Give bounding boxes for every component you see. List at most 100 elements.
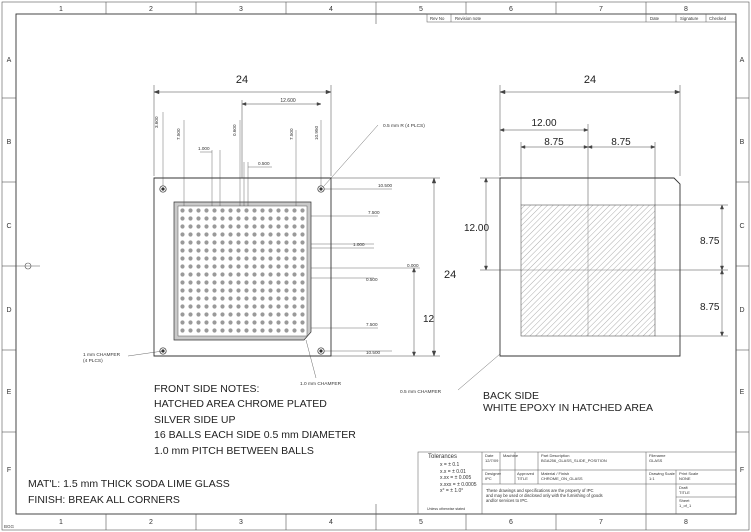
ball	[276, 328, 281, 333]
revision-headers: Rev No Revision note Date Signature Chec…	[430, 16, 727, 21]
ball	[196, 224, 201, 229]
ball	[180, 320, 185, 325]
ball	[204, 312, 209, 317]
ball	[228, 280, 233, 285]
back-pitch-x-1: 8.75	[544, 137, 564, 148]
back-note-epoxy: WHITE EPOXY IN HATCHED AREA	[483, 402, 653, 414]
ball	[220, 256, 225, 261]
ball	[188, 248, 193, 253]
right-side-dims: 10.500 7.500 1.000 0.500 0.000 7.500 10.…	[353, 183, 419, 355]
ball	[260, 240, 265, 245]
ball	[236, 216, 241, 221]
ball	[284, 248, 289, 253]
title-block	[417, 451, 737, 515]
corner-tag: BGG	[4, 524, 15, 529]
front-note-chrome: HATCHED AREA CHROME PLATED	[154, 398, 327, 411]
back-side-notes: BACK SIDE WHITE EPOXY IN HATCHED AREA	[483, 390, 653, 414]
back-view: 24 12.00 8.75 8.75 12.00 8.75 8.75 0.5 m…	[400, 74, 728, 395]
ball	[268, 256, 273, 261]
ball	[228, 264, 233, 269]
ball	[196, 256, 201, 261]
ball	[180, 328, 185, 333]
dim-7-500-right: 7.500	[289, 128, 294, 140]
material-note: MAT'L: 1.5 mm THICK SODA LIME GLASS	[28, 478, 230, 490]
ball	[284, 312, 289, 317]
ball	[284, 240, 289, 245]
row-a-right: A	[740, 57, 745, 64]
finish-note: FINISH: BREAK ALL CORNERS	[28, 494, 180, 506]
ball	[244, 312, 249, 317]
chamfer-callout-right: 1.0 mm CHAMFER	[300, 381, 342, 387]
ball	[220, 272, 225, 277]
ball	[244, 328, 249, 333]
ball	[292, 256, 297, 261]
ball	[188, 224, 193, 229]
ball	[300, 272, 305, 277]
ball	[236, 224, 241, 229]
ball	[180, 248, 185, 253]
col-3: 3	[239, 6, 243, 13]
top-vertical-dims: 3.600 7.500 0.600 7.500 10.950	[154, 116, 319, 140]
row-d-right: D	[739, 307, 744, 314]
ball	[228, 288, 233, 293]
ball	[260, 232, 265, 237]
ball	[252, 296, 257, 301]
ball	[220, 296, 225, 301]
col-8: 8	[684, 6, 688, 13]
ball	[268, 312, 273, 317]
col-2: 2	[149, 6, 153, 13]
ball	[284, 216, 289, 221]
ball	[196, 216, 201, 221]
ball	[188, 328, 193, 333]
ball	[244, 208, 249, 213]
ball	[220, 280, 225, 285]
ball	[196, 312, 201, 317]
ball	[196, 208, 201, 213]
ball	[180, 240, 185, 245]
ball	[220, 288, 225, 293]
ball	[212, 328, 217, 333]
ball	[180, 208, 185, 213]
row-c-right: C	[739, 223, 744, 230]
ball	[196, 296, 201, 301]
dim-0-500: 0.500	[258, 161, 270, 166]
dim-r-1-000: 1.000	[353, 242, 365, 247]
col-3-bottom: 3	[239, 519, 243, 526]
ball	[204, 288, 209, 293]
ball	[196, 232, 201, 237]
ball	[196, 280, 201, 285]
row-e: E	[7, 389, 12, 396]
row-f-right: F	[740, 467, 744, 474]
ball	[284, 232, 289, 237]
ball	[236, 248, 241, 253]
ball	[244, 256, 249, 261]
ball	[212, 256, 217, 261]
ball	[268, 248, 273, 253]
ball	[228, 320, 233, 325]
ball	[292, 280, 297, 285]
ball	[204, 272, 209, 277]
dim-r-0-500: 0.500	[366, 277, 378, 282]
tb-disclaimer: These drawings and specifications are th…	[486, 488, 603, 504]
ball	[284, 304, 289, 309]
ball	[204, 280, 209, 285]
dim-r-7-500-top: 7.500	[368, 210, 380, 215]
back-half-label: 12.00	[531, 118, 556, 129]
ball	[204, 256, 209, 261]
ball	[268, 296, 273, 301]
row-e-right: E	[740, 389, 745, 396]
front-width-label: 24	[236, 74, 248, 86]
ball	[188, 256, 193, 261]
ball	[236, 320, 241, 325]
col-5-bottom: 5	[419, 519, 423, 526]
ball	[252, 248, 257, 253]
ball	[300, 224, 305, 229]
back-pitch-x-2: 8.75	[611, 137, 631, 148]
ball	[220, 240, 225, 245]
